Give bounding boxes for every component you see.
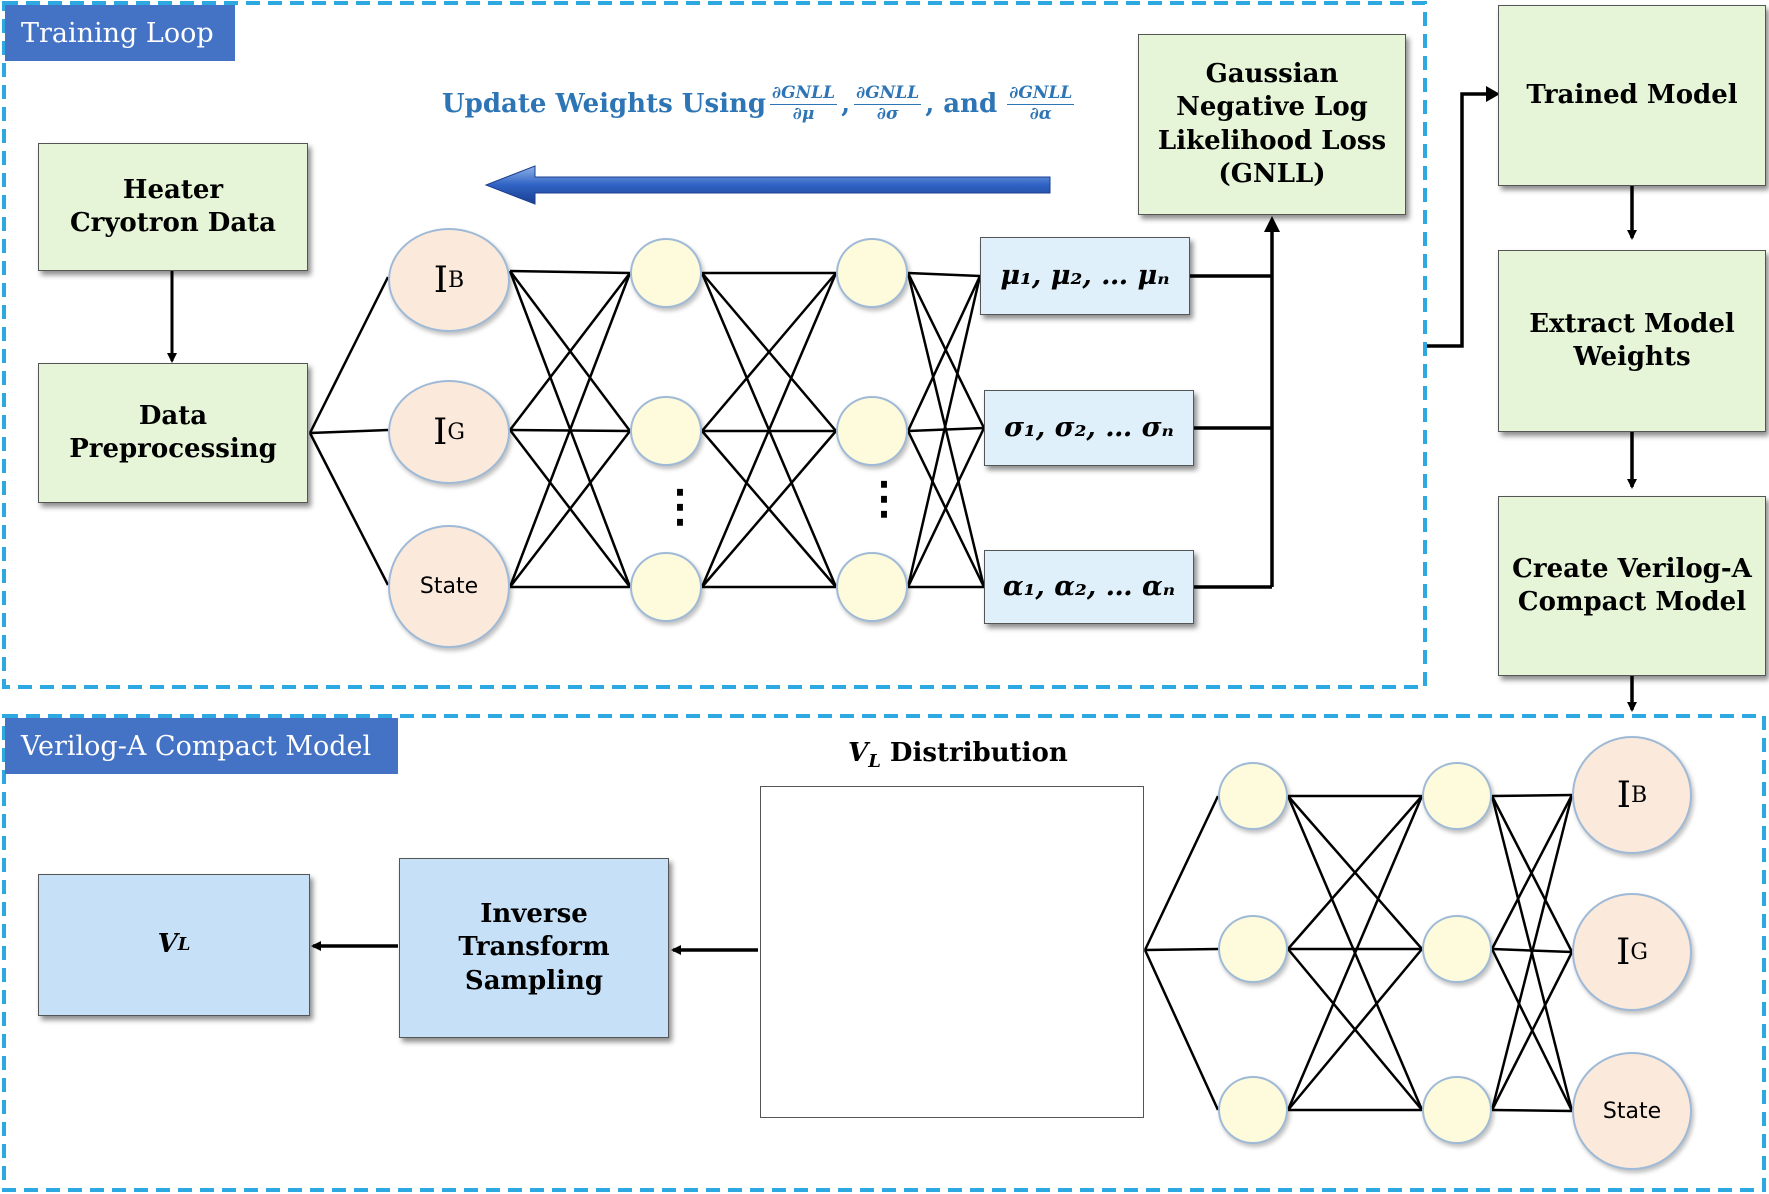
compact-hidden-l2-3 [1422, 1076, 1492, 1144]
mu-output-box: μ₁, μ₂, … μₙ [980, 237, 1190, 315]
compact-hidden-l1-2 [1218, 915, 1288, 983]
hidden-node-l1-2 [630, 396, 702, 466]
distribution-plot-frame [760, 786, 1144, 1118]
grad-alpha-den: ∂α [1029, 103, 1052, 124]
update-prefix: Update Weights Using [442, 89, 767, 119]
sigma-output-box: σ₁, σ₂, … σₙ [984, 390, 1194, 466]
data-preprocessing-box: Data Preprocessing [38, 363, 308, 503]
trained-model-arrowhead [1486, 86, 1500, 102]
preprocessing-to-inputs [308, 276, 390, 586]
outputs-to-loss [1190, 226, 1274, 589]
compact-network-edges [1143, 793, 1574, 1113]
hidden-node-l2-2 [836, 396, 908, 466]
grad-mu-num: ∂GNLL [770, 82, 838, 105]
ib-sub: B [448, 267, 465, 293]
update-sep2: , and [925, 89, 998, 119]
hidden-node-l1-3 [630, 552, 702, 622]
compact-hidden-l1-1 [1218, 762, 1288, 830]
training-network-edges [508, 269, 986, 589]
vl-output-var: V [157, 929, 178, 960]
grad-sigma-num: ∂GNLL [854, 82, 922, 105]
grad-alpha-num: ∂GNLL [1007, 82, 1075, 105]
compact-ib-main: I [1616, 774, 1632, 816]
compact-model-label: Verilog-A Compact Model [5, 718, 398, 774]
distribution-title-var: V [848, 738, 869, 768]
compact-input-state: State [1572, 1052, 1692, 1170]
compact-hidden-l1-3 [1218, 1076, 1288, 1144]
grad-mu-den: ∂μ [792, 103, 815, 124]
update-sep1: , [841, 89, 851, 119]
alpha-output-box: α₁, α₂, … αₙ [984, 550, 1194, 624]
training-loop-border [2, 1, 1427, 689]
training-loop-label: Training Loop [5, 5, 235, 61]
backprop-arrow [484, 165, 1051, 205]
grad-sigma-fraction: ∂GNLL ∂σ [854, 82, 922, 124]
vl-output-sub: L [177, 934, 191, 956]
trained-model-box: Trained Model [1498, 5, 1766, 186]
hidden-node-l2-3 [836, 552, 908, 622]
ib-main: I [433, 259, 449, 301]
bus-arrowhead [1264, 216, 1280, 232]
gnll-loss-box: Gaussian Negative Log Likelihood Loss (G… [1138, 34, 1406, 215]
ig-main: I [433, 411, 448, 453]
create-verilog-model-box: Create Verilog-A Compact Model [1498, 496, 1766, 676]
compact-hidden-l2-1 [1422, 762, 1492, 830]
ig-sub: G [447, 419, 465, 445]
compact-hidden-l2-2 [1422, 915, 1492, 983]
compact-ig-sub: G [1630, 939, 1648, 965]
hidden-node-l2-1 [836, 238, 908, 308]
update-weights-caption: Update Weights Using ∂GNLL ∂μ , ∂GNLL ∂σ… [442, 76, 1078, 132]
extract-weights-box: Extract Model Weights [1498, 250, 1766, 432]
arrow-loop-to-trained-model [1427, 92, 1488, 348]
grad-mu-fraction: ∂GNLL ∂μ [770, 82, 838, 124]
heater-cryotron-data-box: Heater Cryotron Data [38, 143, 308, 271]
distribution-title-sub: L [868, 751, 881, 773]
compact-ib-sub: B [1631, 782, 1648, 808]
distribution-title: VL Distribution [848, 738, 1068, 772]
inverse-transform-sampling-box: Inverse Transform Sampling [399, 858, 669, 1038]
grad-alpha-fraction: ∂GNLL ∂α [1007, 82, 1075, 124]
compact-model-border [2, 714, 1766, 1192]
ellipsis-l1: ⋮ [658, 481, 702, 532]
grad-sigma-den: ∂σ [876, 103, 899, 124]
input-node-state: State [388, 525, 510, 648]
distribution-title-rest: Distribution [880, 738, 1068, 768]
ellipsis-l2: ⋮ [862, 473, 906, 524]
hidden-node-l1-1 [630, 238, 702, 308]
compact-ig-main: I [1616, 931, 1631, 973]
